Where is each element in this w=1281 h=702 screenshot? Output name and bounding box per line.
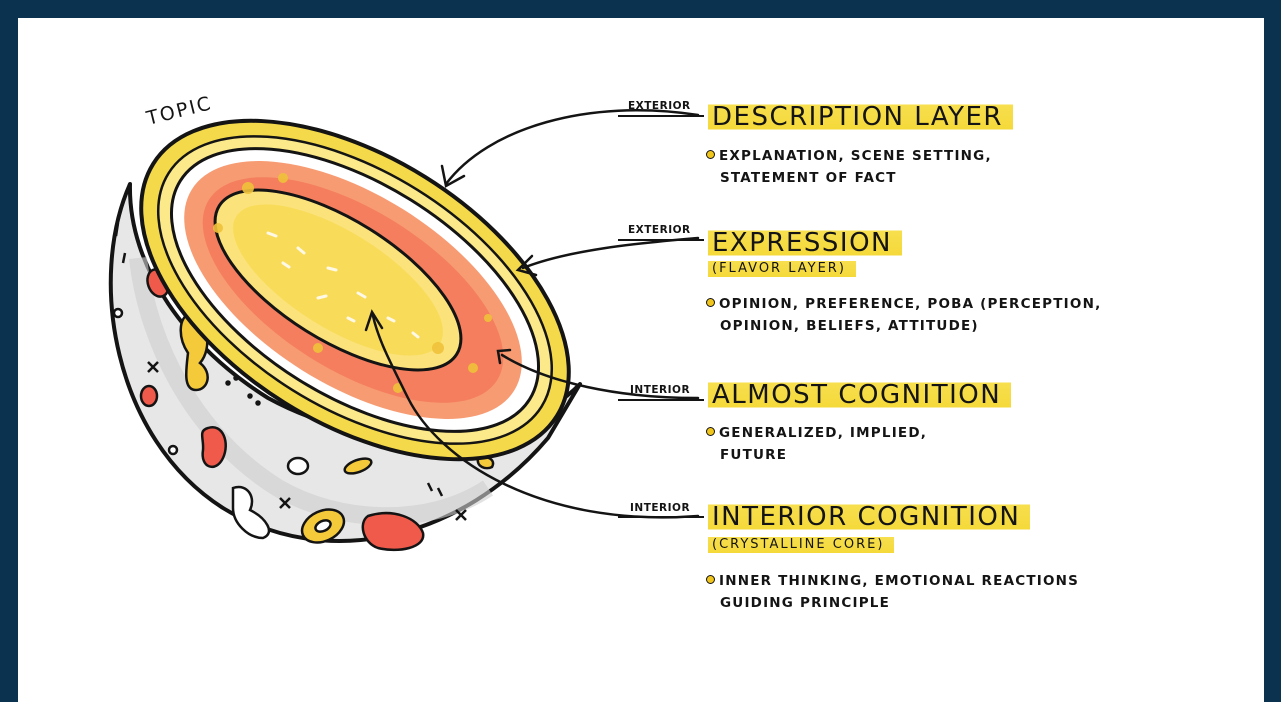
bullet-dot-icon xyxy=(706,298,715,307)
layer-1-rule xyxy=(618,115,704,117)
layer-4-bullet-line-1: INNER THINKING, EMOTIONAL REACTIONS xyxy=(719,573,1079,589)
layer-3-bullet-line-1: GENERALIZED, IMPLIED, xyxy=(719,425,927,441)
layer-3-bullet: GENERALIZED, IMPLIED, FUTURE xyxy=(706,422,927,466)
bullet-dot-icon xyxy=(706,150,715,159)
diagram-canvas: TOPIC EXTERIOR DESCRIPTION LAYER EXPLANA… xyxy=(18,18,1264,702)
layer-4-rule xyxy=(618,516,704,518)
arrow-description xyxy=(446,110,698,184)
layer-4-title: INTERIOR COGNITION xyxy=(708,502,1030,532)
layer-4-bullet-line-2: GUIDING PRINCIPLE xyxy=(720,595,890,611)
layer-2-bullet-line-1: OPINION, PREFERENCE, POBA (PERCEPTION, xyxy=(719,296,1101,312)
layer-2-bullet: OPINION, PREFERENCE, POBA (PERCEPTION, O… xyxy=(706,293,1101,337)
layer-1-bullet-line-2: STATEMENT OF FACT xyxy=(720,170,897,186)
layer-4-subtitle: (CRYSTALLINE CORE) xyxy=(708,536,894,554)
layer-2-subtitle: (FLAVOR LAYER) xyxy=(708,260,856,278)
layer-4-bullet: INNER THINKING, EMOTIONAL REACTIONS GUID… xyxy=(706,570,1079,614)
layer-3-bullet-line-2: FUTURE xyxy=(720,447,787,463)
layer-2-bullet-line-2: OPINION, BELIEFS, ATTITUDE) xyxy=(720,318,979,334)
layer-1-bullet-line-1: EXPLANATION, SCENE SETTING, xyxy=(719,148,992,164)
layer-4-side-label: INTERIOR xyxy=(630,502,690,514)
layer-2-title: EXPRESSION xyxy=(708,228,902,258)
bullet-dot-icon xyxy=(706,575,715,584)
layer-2-side-label: EXTERIOR xyxy=(628,224,691,236)
layer-3-rule xyxy=(618,399,704,401)
layer-1-bullet: EXPLANATION, SCENE SETTING, STATEMENT OF… xyxy=(706,145,992,189)
layer-1-side-label: EXTERIOR xyxy=(628,100,691,112)
layer-3-side-label: INTERIOR xyxy=(630,384,690,396)
layer-2-rule xyxy=(618,239,704,241)
layer-3-title: ALMOST COGNITION xyxy=(708,380,1011,410)
layer-1-title: DESCRIPTION LAYER xyxy=(708,102,1013,132)
arrow-expression xyxy=(523,238,698,268)
bullet-dot-icon xyxy=(706,427,715,436)
